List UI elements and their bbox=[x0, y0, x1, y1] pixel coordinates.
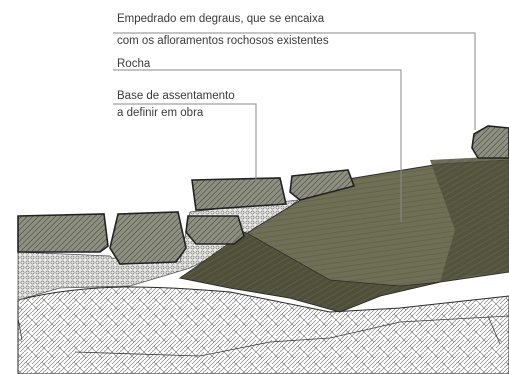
callout-base-line1: Base de assentamento bbox=[117, 90, 235, 102]
rock-dark-wedge bbox=[179, 231, 441, 313]
leader-lines bbox=[113, 32, 476, 222]
callout-paving-line1: Empedrado em degraus, que se encaixa bbox=[117, 13, 325, 25]
paving-stone bbox=[289, 169, 356, 201]
leader-rock bbox=[113, 69, 402, 222]
paving-stone bbox=[185, 215, 245, 245]
leader-base bbox=[113, 103, 257, 182]
paving-stone bbox=[471, 125, 509, 159]
paving-stone bbox=[191, 177, 287, 211]
leader-paving bbox=[113, 32, 476, 130]
callout-base-line2: a definir em obra bbox=[117, 107, 204, 119]
ground-soil bbox=[17, 286, 509, 374]
callout-rock: Rocha bbox=[117, 58, 151, 70]
rock-dark-right bbox=[430, 156, 509, 282]
callout-paving-line2: com os afloramentos rochosos existentes bbox=[117, 35, 329, 47]
paving-stones bbox=[17, 125, 509, 265]
paving-stone bbox=[17, 213, 109, 253]
paving-stone bbox=[109, 211, 187, 265]
